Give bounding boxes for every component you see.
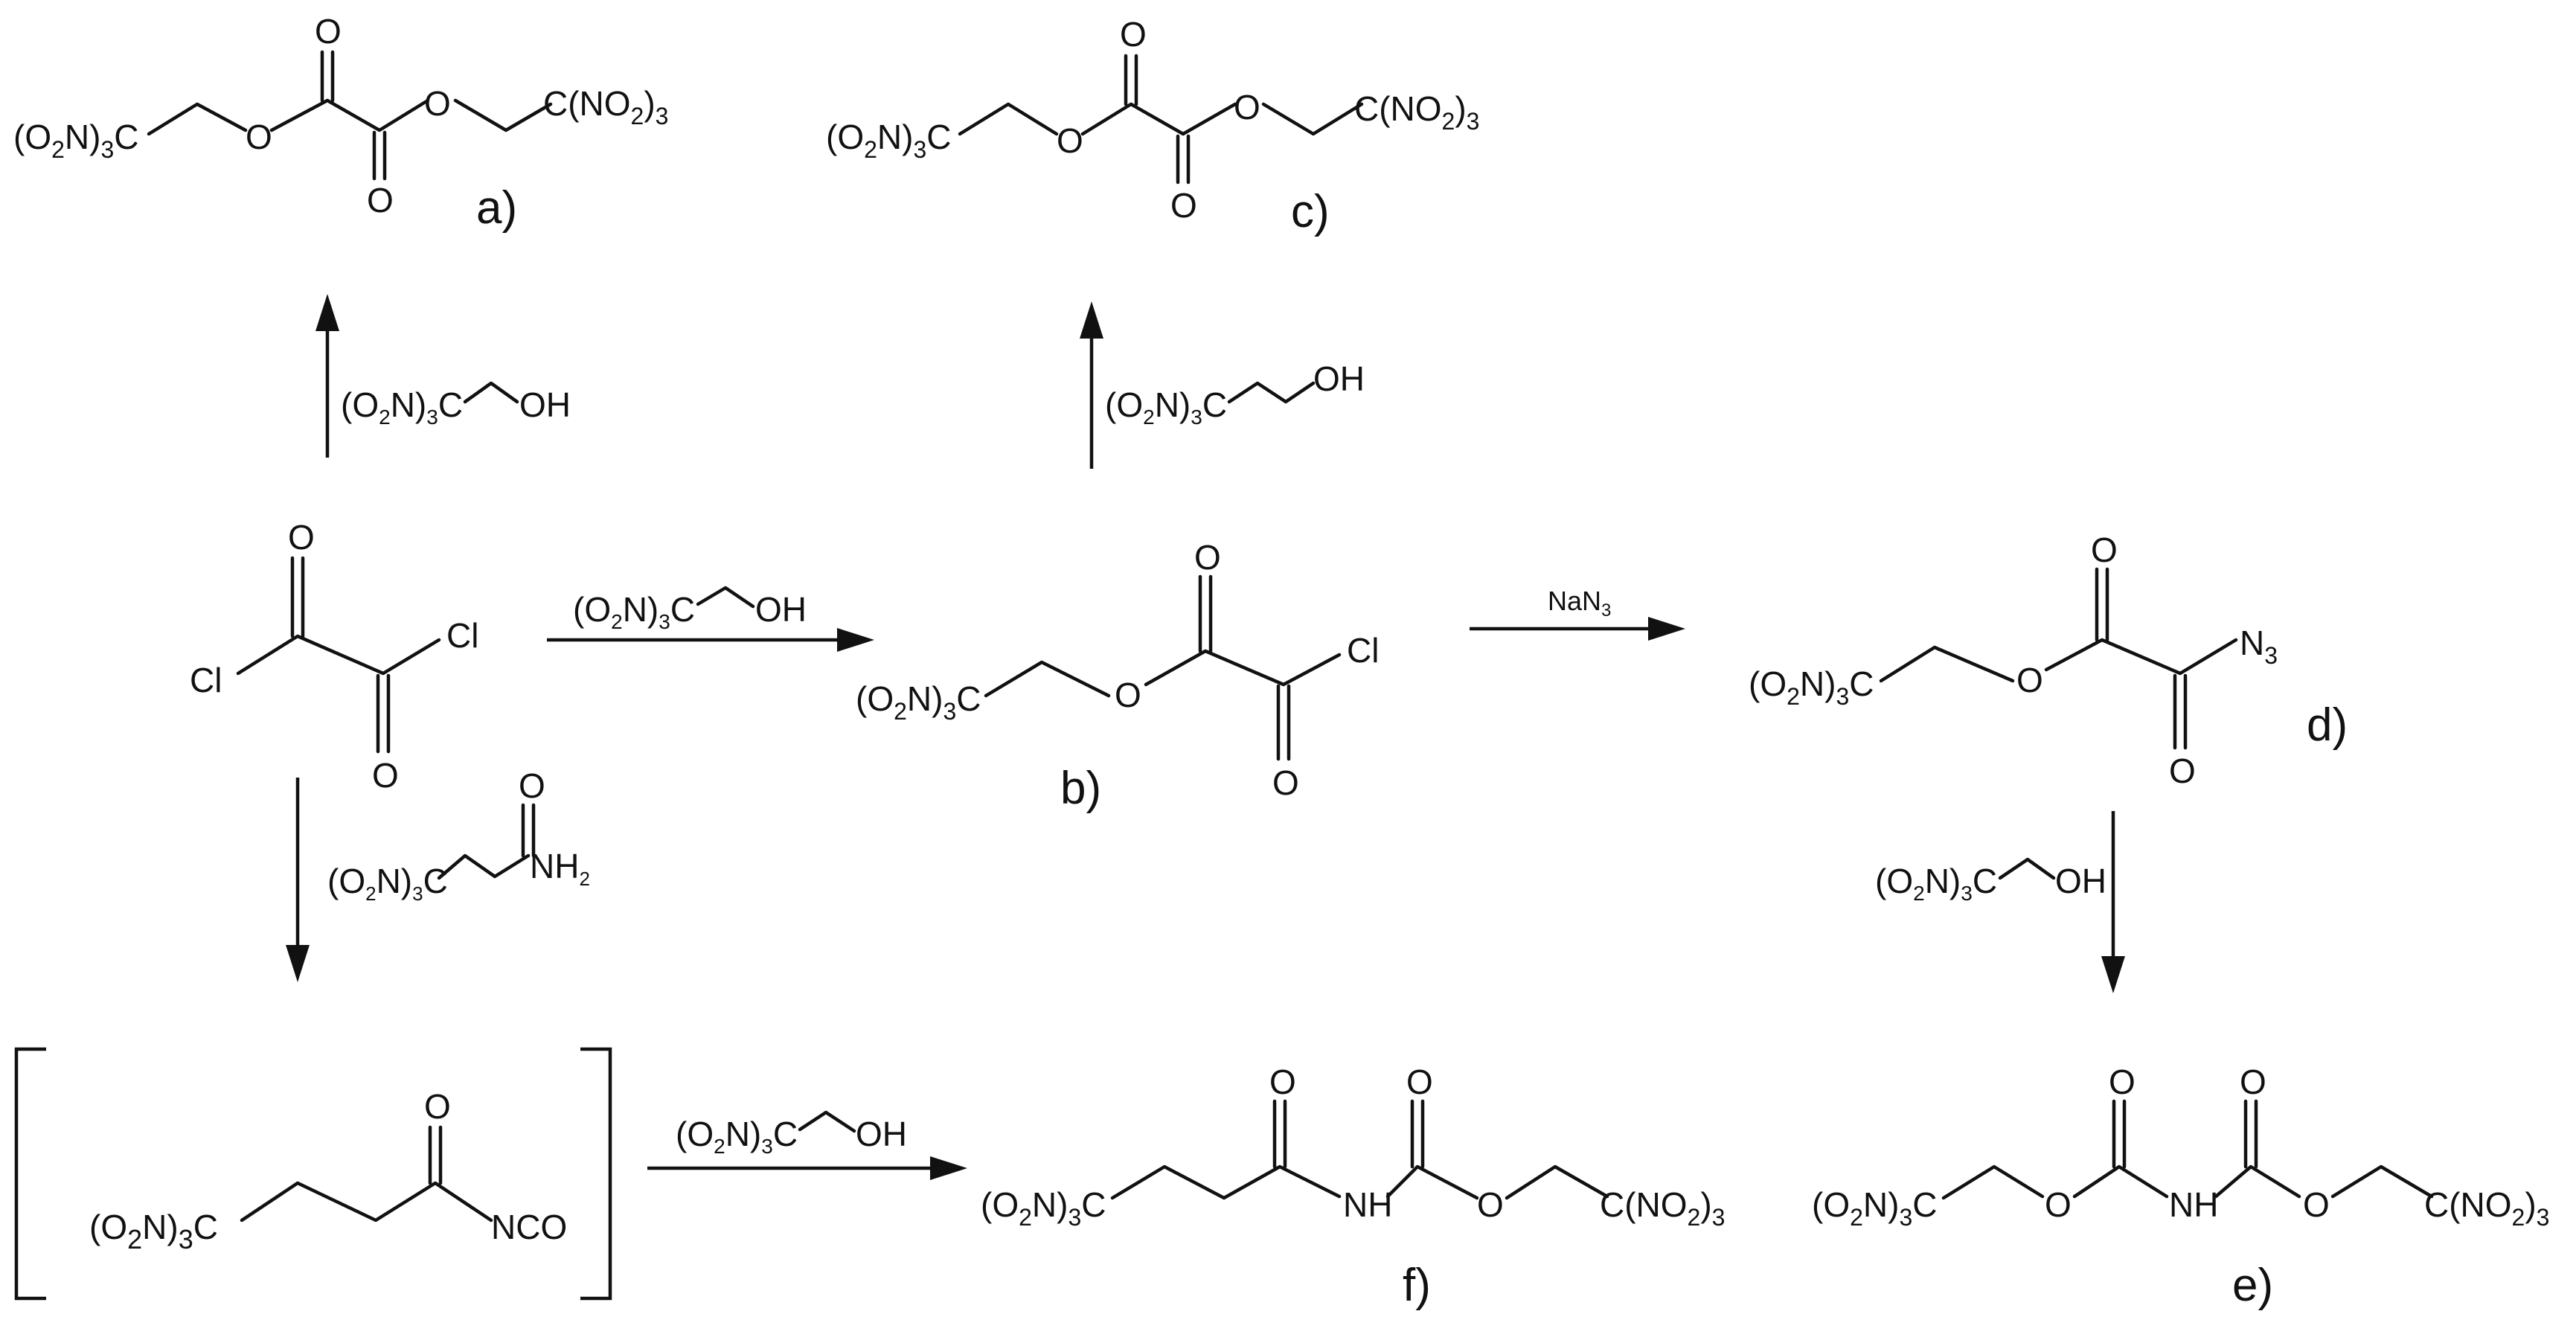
- compound-c-left-group: (O2N)3C: [826, 118, 951, 163]
- arrow-to-b: (O2N)3C OH: [547, 586, 874, 652]
- reagent-to-e: (O2N)3C: [1875, 862, 1997, 905]
- compound-d-left-group: (O2N)3C: [1749, 664, 1874, 710]
- reagent-to-c: (O2N)3C: [1105, 385, 1227, 429]
- oxalyl-chloride-cl-right: Cl: [446, 616, 478, 655]
- compound-f-o-top1: O: [1269, 1063, 1296, 1101]
- arrow-to-d: NaN3: [1470, 586, 1685, 641]
- reagent-to-intermediate-nh2: NH2: [530, 847, 590, 890]
- compound-f-label: f): [1403, 1260, 1431, 1311]
- intermediate-o-top: O: [424, 1087, 451, 1126]
- compound-f-o-top2: O: [1406, 1063, 1433, 1101]
- compound-e-o-top1: O: [2109, 1063, 2136, 1101]
- reagent-to-d: NaN3: [1548, 586, 1611, 621]
- oxalyl-chloride-cl-left: Cl: [190, 661, 222, 699]
- arrow-to-a: (O2N)3C OH: [315, 294, 571, 458]
- compound-a-core: [269, 98, 430, 132]
- reagent-to-a: (O2N)3C: [341, 385, 463, 429]
- reagent-to-b-oh: OH: [755, 590, 807, 629]
- intermediate: (O2N)3C O NCO: [14, 1047, 612, 1301]
- compound-d-label: d): [2307, 699, 2348, 751]
- compound-e-o-top2: O: [2240, 1063, 2266, 1101]
- reagent-to-intermediate: (O2N)3C: [327, 862, 448, 905]
- oxalyl-chloride: Cl O O Cl: [190, 518, 478, 795]
- compound-a-o-top: O: [315, 12, 342, 51]
- reagent-to-c-oh: OH: [1313, 359, 1365, 398]
- bracket-left: [14, 1047, 46, 1301]
- compound-a: (O2N)3C O O O O C(NO2)3 a): [13, 12, 668, 234]
- compound-e-ester-o1: O: [2045, 1185, 2072, 1224]
- reagent-to-f: (O2N)3C: [676, 1115, 798, 1158]
- compound-d-o-top: O: [2091, 531, 2118, 569]
- reagent-to-f-oh: OH: [856, 1115, 907, 1153]
- reagent-to-e-oh: OH: [2055, 862, 2106, 900]
- compound-c-chain-left: [958, 102, 1059, 136]
- compound-e-ester-o2: O: [2303, 1185, 2330, 1224]
- compound-d-azide: N3: [2240, 624, 2278, 669]
- arrow-to-c: (O2N)3C OH: [1080, 301, 1365, 469]
- compound-a-chain-right: [453, 98, 553, 132]
- compound-f-right-group: C(NO2)3: [1600, 1185, 1725, 1231]
- compound-c-o-top: O: [1120, 15, 1147, 54]
- compound-c-label: c): [1291, 186, 1330, 237]
- arrow-to-f: (O2N)3C OH: [647, 1110, 967, 1180]
- compound-b-label: b): [1060, 763, 1101, 814]
- compound-a-label: a): [476, 182, 517, 234]
- oxalyl-chloride-o-bottom: O: [372, 756, 399, 795]
- compound-a-right-group: C(NO2)3: [543, 84, 668, 129]
- compound-d: (O2N)3C O O O N3 d): [1749, 531, 2348, 790]
- compound-f-ester-o: O: [1477, 1185, 1504, 1224]
- oxalyl-chloride-o-top: O: [288, 518, 315, 557]
- compound-b-left-group: (O2N)3C: [856, 679, 981, 725]
- oxalyl-chloride-backbone: [236, 634, 441, 676]
- compound-a-ester-o-left: O: [246, 118, 272, 156]
- bracket-right: [580, 1047, 612, 1301]
- compound-d-ester-o: O: [2016, 661, 2043, 699]
- compound-e: (O2N)3C O O NH O O C(NO2)3 e): [1812, 1063, 2549, 1311]
- arrow-to-intermediate: (O2N)3C O NH2: [286, 766, 590, 982]
- intermediate-left-group: (O2N)3C: [89, 1208, 218, 1254]
- compound-e-right-group: C(NO2)3: [2424, 1185, 2549, 1231]
- compound-c-right-group: C(NO2)3: [1354, 89, 1479, 135]
- reagent-to-intermediate-o: O: [519, 766, 545, 805]
- compound-c: (O2N)3C O O O O C(NO2)3 c): [826, 15, 1479, 237]
- compound-c-chain-right: [1261, 102, 1364, 136]
- compound-c-ester-o-right: O: [1234, 88, 1260, 126]
- reagent-to-a-oh: OH: [519, 385, 571, 424]
- compound-d-o-bottom: O: [2169, 752, 2196, 790]
- compound-b: (O2N)3C O O O Cl b): [856, 538, 1379, 814]
- intermediate-nco: NCO: [491, 1208, 567, 1246]
- compound-a-chain-left: [147, 102, 248, 136]
- compound-c-ester-o-left: O: [1057, 121, 1083, 160]
- compound-b-o-bottom: O: [1272, 763, 1299, 802]
- compound-a-ester-o-right: O: [424, 84, 451, 123]
- compound-b-o-top: O: [1194, 538, 1221, 577]
- compound-b-cl: Cl: [1347, 631, 1379, 670]
- compound-e-left-group: (O2N)3C: [1812, 1185, 1937, 1231]
- arrow-to-e: (O2N)3C OH: [1875, 811, 2125, 993]
- reagent-to-b: (O2N)3C: [573, 590, 695, 633]
- compound-c-o-bottom: O: [1170, 186, 1197, 225]
- compound-a-o-bottom: O: [367, 181, 394, 220]
- compound-e-nh: NH: [2169, 1185, 2218, 1224]
- compound-f-left-group: (O2N)3C: [981, 1185, 1106, 1231]
- compound-a-left-group: (O2N)3C: [13, 118, 138, 163]
- compound-b-ester-o: O: [1115, 676, 1141, 714]
- compound-e-label: e): [2232, 1260, 2273, 1311]
- compound-f-nh: NH: [1343, 1185, 1392, 1224]
- compound-c-core: [1080, 102, 1237, 136]
- compound-f: (O2N)3C O NH O O C(NO2)3 f): [981, 1063, 1725, 1311]
